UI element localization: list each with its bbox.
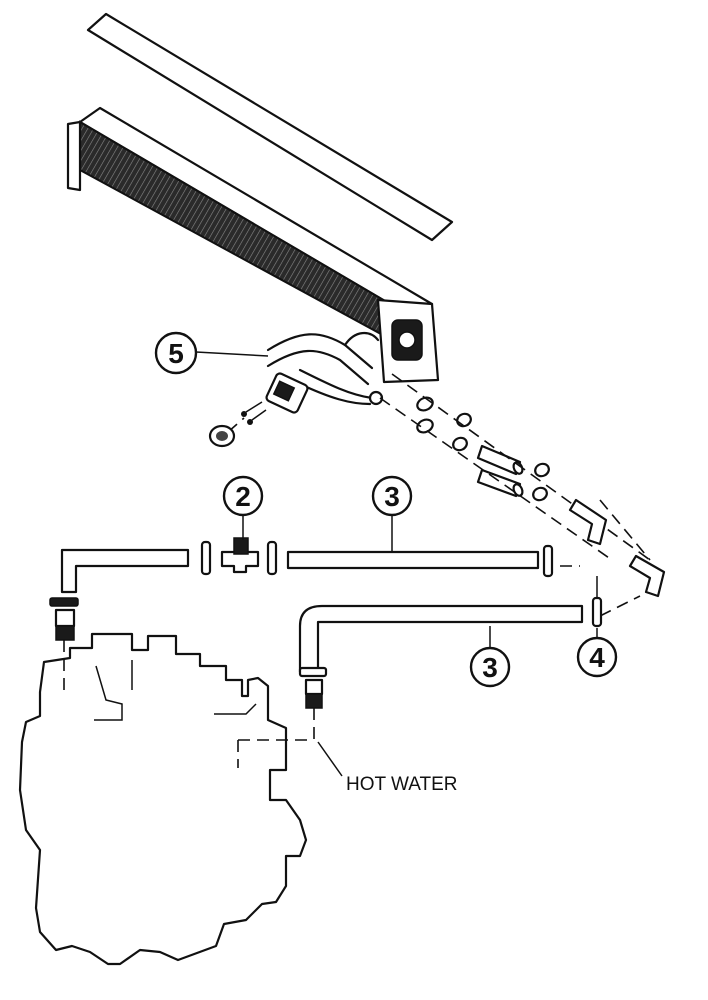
- callout-4: 4: [576, 636, 618, 678]
- callout-3-lower-number: 3: [482, 652, 498, 683]
- hot-water-label: HOT WATER: [346, 774, 458, 795]
- engine-block-outline: [18, 632, 308, 966]
- fitting-centerlines: [63, 640, 315, 768]
- leader-lines: [195, 351, 598, 777]
- callout-2-number: 2: [235, 481, 251, 512]
- hose-clamps: [416, 396, 550, 502]
- lower-hose-run: [298, 576, 603, 674]
- callout-5: 5: [154, 331, 198, 375]
- heater-valve-assembly: [265, 332, 384, 414]
- valve-screws: [208, 401, 267, 448]
- cover-plate: [86, 12, 454, 242]
- callout-3-upper: 3: [371, 475, 413, 517]
- callout-2: 2: [222, 475, 264, 517]
- short-hoses: [476, 444, 524, 498]
- engine-fittings: [49, 597, 328, 709]
- routing-lines: [379, 373, 651, 617]
- callout-5-number: 5: [168, 338, 184, 369]
- callout-3-upper-number: 3: [384, 481, 400, 512]
- heater-core: [66, 106, 440, 384]
- upper-hose-run: [60, 537, 554, 594]
- callout-3-lower: 3: [469, 646, 511, 688]
- callout-4-number: 4: [589, 642, 605, 673]
- elbow-hoses: [568, 498, 666, 598]
